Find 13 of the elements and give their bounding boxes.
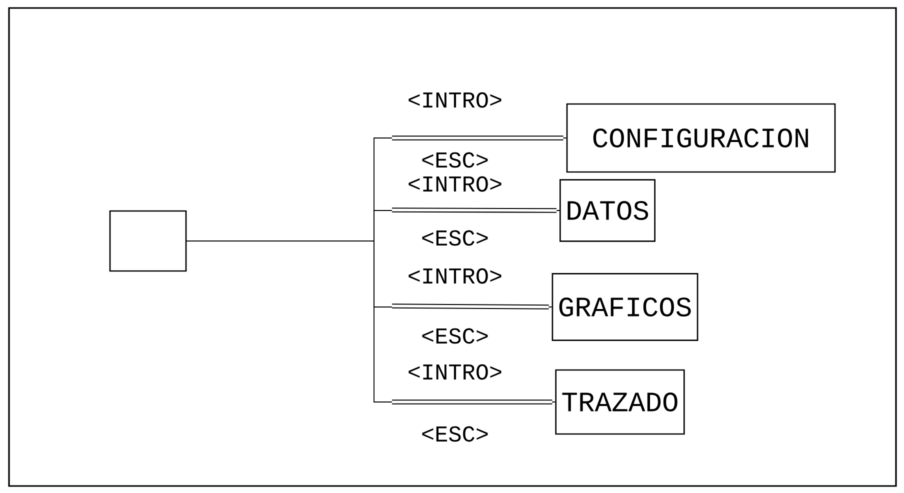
key-label: <ESC> bbox=[422, 230, 488, 246]
menu-box: CONFIGURACION bbox=[566, 103, 836, 173]
menu-box: GRAFICOS bbox=[552, 273, 698, 341]
key-label: <INTRO> bbox=[408, 176, 502, 192]
key-label: <INTRO> bbox=[408, 92, 502, 108]
key-label: <INTRO> bbox=[408, 364, 502, 380]
key-label: <ESC> bbox=[422, 426, 488, 442]
program-box bbox=[109, 210, 187, 272]
menu-box: DATOS bbox=[560, 179, 656, 242]
menu-box: TRAZADO bbox=[555, 369, 685, 435]
key-label: <ESC> bbox=[422, 152, 488, 168]
key-label: <ESC> bbox=[422, 328, 488, 344]
key-label: <INTRO> bbox=[408, 268, 502, 284]
